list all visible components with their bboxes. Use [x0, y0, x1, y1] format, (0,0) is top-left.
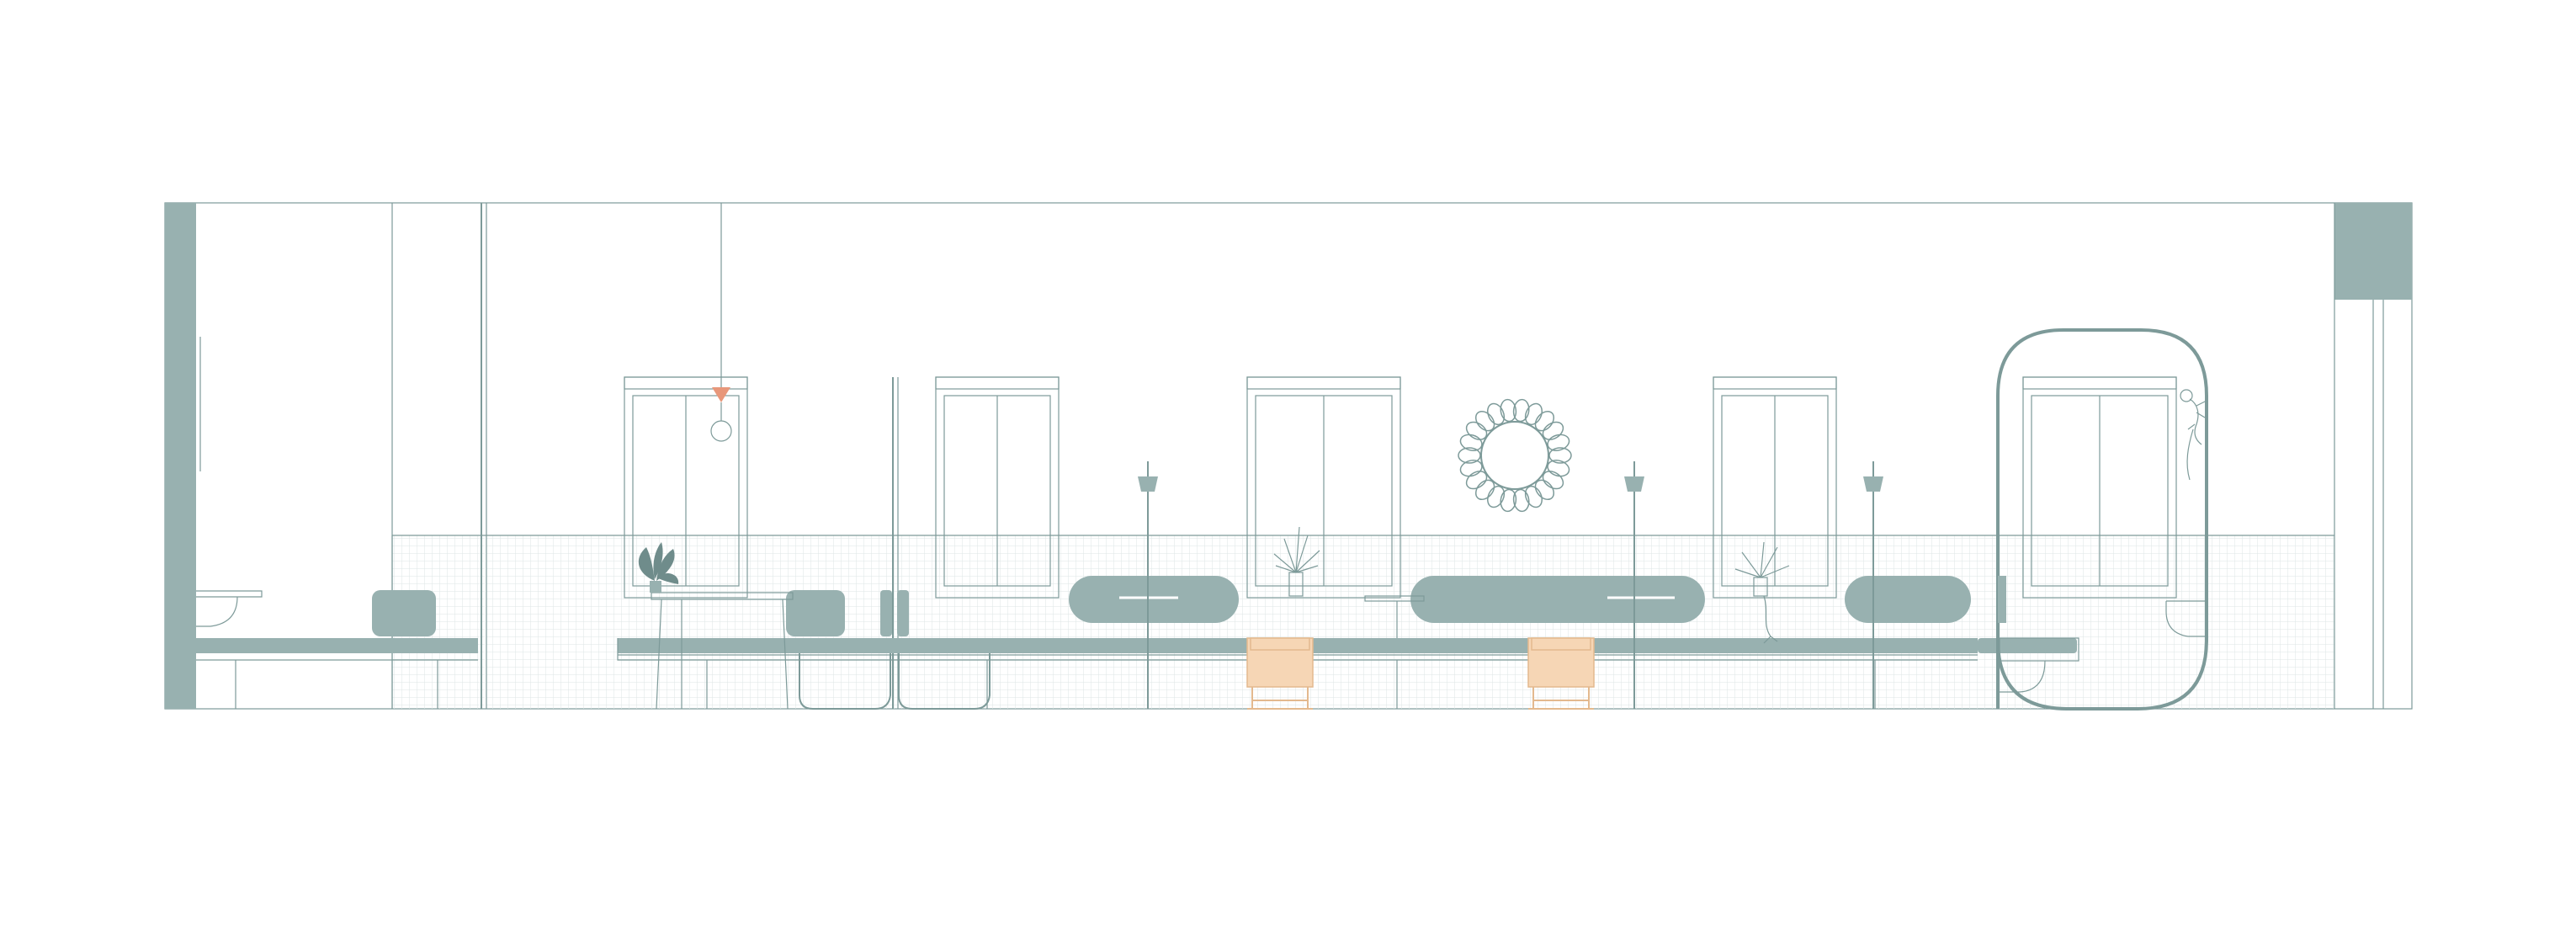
left-bench	[196, 590, 478, 709]
arched-frame	[1995, 328, 2208, 711]
cushion	[372, 590, 436, 636]
potted-plant-icon	[638, 542, 679, 593]
potted-plant-icon	[1734, 541, 1790, 644]
column-section-right	[2334, 203, 2412, 709]
mirror-petal	[1458, 447, 1481, 464]
mirror-petal	[1459, 460, 1483, 477]
wall-shelves	[1069, 576, 1971, 623]
mirror-petal	[1465, 471, 1488, 490]
mirror-petal	[1534, 479, 1555, 501]
pendant-lamp-icon	[710, 203, 732, 442]
mirror-petal	[1500, 398, 1517, 423]
mirror-petal	[1524, 485, 1543, 508]
wall-lamp-icon	[1863, 461, 1883, 709]
mirror-petal	[1465, 421, 1488, 440]
window	[1246, 376, 1401, 599]
window	[2022, 376, 2177, 599]
mirror-petal	[1534, 410, 1555, 432]
stool	[1246, 637, 1314, 710]
window	[1713, 376, 1837, 599]
window	[624, 376, 748, 599]
mirror-petal	[1542, 421, 1564, 440]
mirror-petal	[1487, 402, 1506, 426]
mirror-petal	[1542, 471, 1564, 490]
mirror-petal	[1459, 434, 1483, 451]
stool	[1527, 637, 1595, 710]
wall-lamps	[1138, 461, 1883, 709]
cushion	[897, 590, 909, 636]
mirror-petal	[1500, 488, 1517, 513]
mirror-petal	[1524, 402, 1543, 426]
wall-lamp-icon	[1138, 461, 1158, 709]
potted-plant-icon	[1273, 526, 1320, 597]
wall-section-left	[165, 203, 196, 709]
partition-walls	[391, 203, 899, 709]
cushion	[786, 590, 845, 636]
mirror-petal	[1512, 488, 1530, 513]
stools	[1246, 637, 1595, 710]
small-ledges	[1364, 595, 1425, 638]
mirror-petal	[1474, 479, 1495, 501]
window	[935, 376, 1060, 599]
side-table	[651, 592, 794, 710]
mirror-petal	[1547, 434, 1570, 451]
sunburst-mirror-icon	[1458, 398, 1572, 513]
mirror-petal	[1487, 485, 1506, 508]
cushion	[880, 590, 892, 636]
mirror-petal	[1474, 410, 1495, 432]
wall-lamp-icon	[1624, 461, 1644, 709]
mirror-petal	[1548, 447, 1572, 464]
mirror-petal	[1512, 398, 1530, 423]
windows	[624, 376, 2177, 599]
mirror-petal	[1547, 460, 1570, 477]
monkey-lamp-icon	[2180, 389, 2207, 481]
wainscot-tiles	[391, 535, 2334, 709]
